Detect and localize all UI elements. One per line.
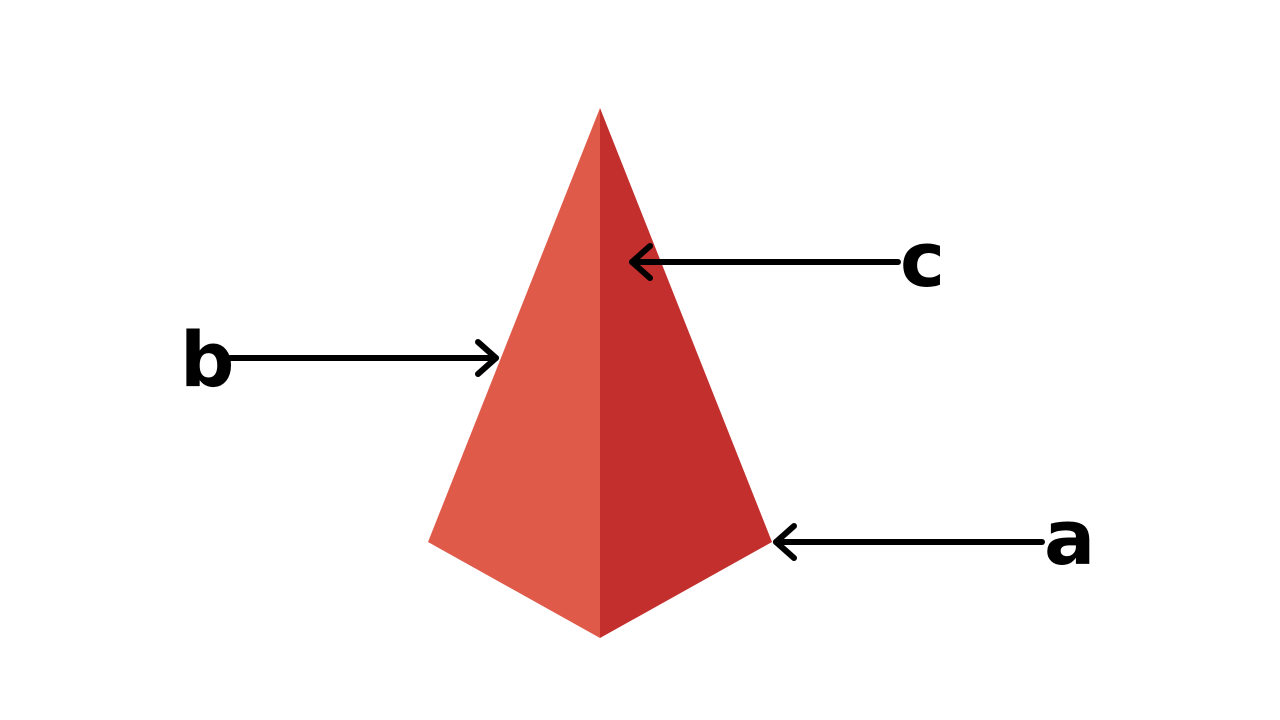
pyramid [428,108,772,638]
label-a: a [1044,493,1095,582]
label-b: b [180,315,234,404]
pyramid-left-face [428,108,600,638]
arrow-c [629,243,901,281]
arrow-a [773,523,1045,561]
pyramid-right-face [600,108,772,638]
arrow-b [227,339,499,377]
label-c: c [900,215,945,304]
